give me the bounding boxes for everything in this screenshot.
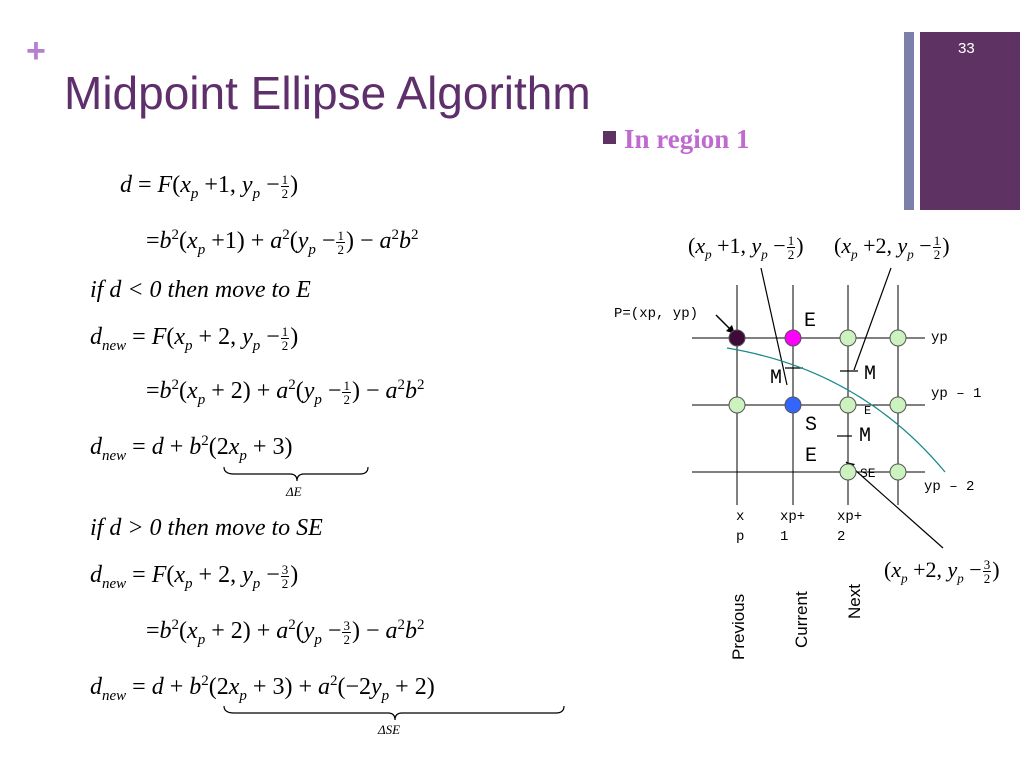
small-e-label: E [864, 404, 872, 418]
equation-line-10: dnew = d + b2(2xp + 3) + a2(−2yp + 2) [90, 673, 435, 704]
label-m-first: M [770, 367, 783, 390]
equation-line-3: if d < 0 then move to E [90, 277, 311, 303]
accent-bar-blue [904, 32, 914, 210]
se-pixel [839, 463, 857, 481]
row-label-yp: yp [931, 330, 948, 346]
delta-e-brace [223, 466, 369, 482]
column-name-next: Next [845, 584, 864, 619]
region-label: In region 1 [624, 124, 750, 154]
delta-se-brace [223, 705, 565, 721]
label-e: E [804, 310, 817, 333]
slide-number: 33 [958, 40, 975, 57]
point-label: P=(xp, yp) [614, 306, 699, 322]
empty-pixel [728, 396, 746, 414]
e-pixel [784, 329, 802, 347]
accent-bar-purple [920, 32, 1020, 210]
slide-title: Midpoint Ellipse Algorithm [64, 67, 591, 119]
equation-line-7: if d > 0 then move to SE [90, 515, 323, 541]
plus-icon: + [26, 32, 46, 70]
pointer-lines [760, 267, 944, 549]
label-se-e: E [805, 445, 818, 468]
col-label-xp-2: xp+ 2 [837, 509, 863, 545]
row-label-yp-1: yp – 1 [931, 386, 982, 402]
ellipse-curve [726, 347, 946, 473]
equation-line-6: dnew = d + b2(2xp + 3) [90, 433, 293, 464]
pixels [728, 329, 907, 481]
label-m-third: M [859, 425, 872, 448]
empty-pixel [889, 463, 907, 481]
small-se-label: SE [860, 466, 876, 481]
delta-se-label: ΔSE [378, 722, 401, 737]
empty-pixel [839, 396, 857, 414]
empty-pixel [889, 396, 907, 414]
bullet-square-icon [603, 131, 616, 144]
current-pixel [784, 396, 802, 414]
empty-pixel [839, 329, 857, 347]
label-m-second: M [864, 363, 877, 386]
previous-pixel [728, 329, 746, 347]
delta-e-label: ΔE [286, 484, 302, 499]
row-label-yp-2: yp – 2 [924, 479, 975, 495]
empty-pixel [889, 329, 907, 347]
label-se-s: S [805, 414, 818, 437]
region-heading: In region 1 [603, 124, 750, 155]
column-name-current: Current [792, 591, 811, 648]
col-label-xp-1: xp+ 1 [780, 509, 806, 545]
column-name-previous: Previous [729, 593, 748, 660]
col-label-xp: x p [736, 509, 745, 545]
